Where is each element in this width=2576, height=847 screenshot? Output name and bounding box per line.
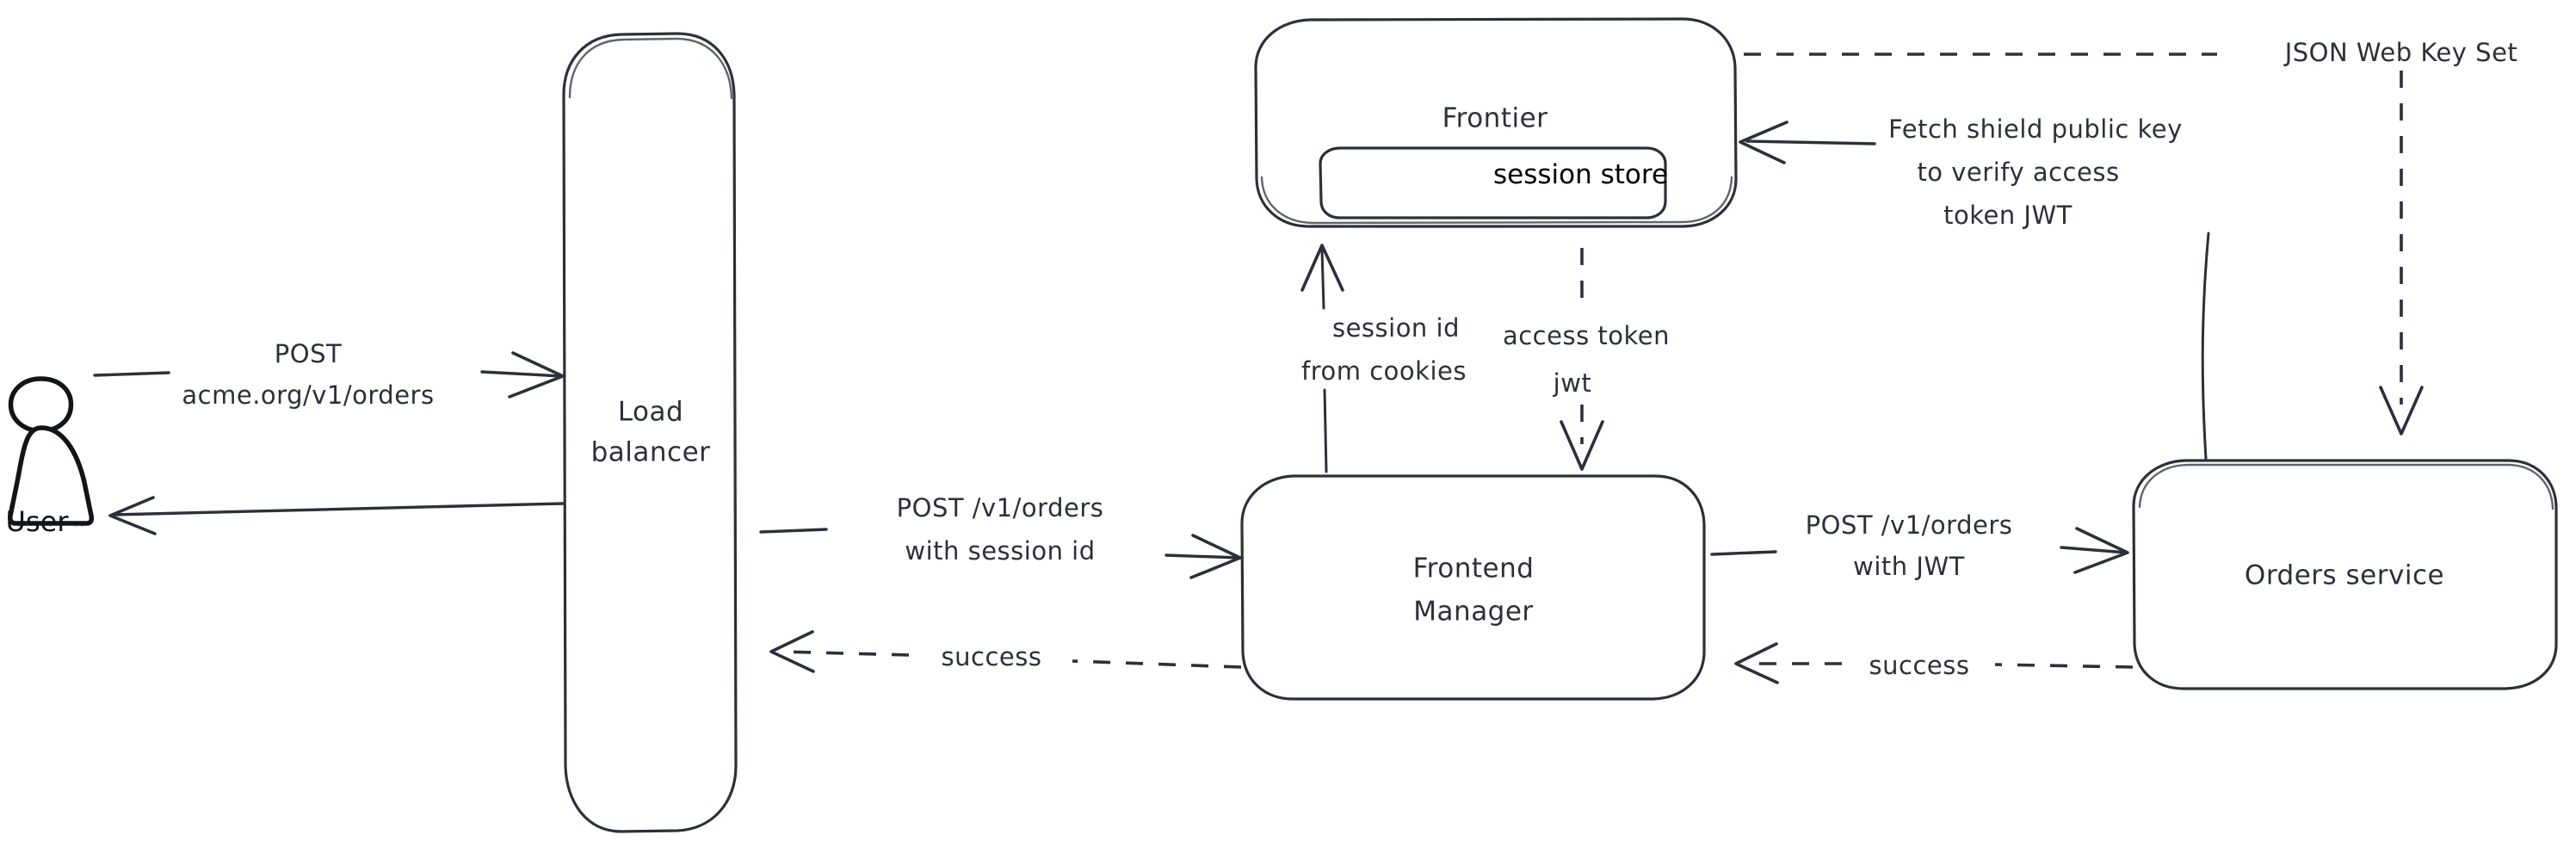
edge-fm-to-orders-line xyxy=(2060,546,2128,554)
edge-fm-to-frontier-arrowhead-icon xyxy=(1300,244,1344,292)
node-orders-service[interactable]: Orders service xyxy=(2132,459,2558,690)
edge-frontend-manager-to-frontier: session id from cookies xyxy=(1300,244,1467,473)
edge-orders-to-frontier-label-line2: to verify access xyxy=(1917,158,2119,187)
edge-user-to-lb-arrowhead-icon xyxy=(508,351,565,399)
frontier-session-store[interactable]: session store xyxy=(1319,146,1668,219)
edge-frontier-to-orders-label: JSON Web Key Set xyxy=(2283,38,2518,67)
edge-orders-to-fm-label: success xyxy=(1869,651,1970,680)
edge-orders-to-frontier-curve xyxy=(2201,232,2210,461)
edge-fm-to-frontier-upper xyxy=(1320,248,1325,310)
edge-lb-to-fm-line xyxy=(1164,553,1241,560)
edge-fm-to-lb-label-backdrop xyxy=(932,639,1051,675)
edge-orders-to-frontier-line xyxy=(1745,139,1876,145)
edge-frontier-to-frontend-manager: access token jwt xyxy=(1493,248,1679,471)
frontier-box-sketch-overlay xyxy=(1260,176,1733,225)
user-label: User xyxy=(6,505,70,538)
edge-lb-to-user-arrowhead-icon xyxy=(108,496,157,535)
edge-fm-to-frontier-label-line2: from cookies xyxy=(1301,356,1467,386)
load-balancer-label-line1: Load xyxy=(618,397,683,428)
session-store-box xyxy=(1319,146,1667,219)
edge-lb-to-user-line xyxy=(112,502,565,516)
orders-service-box xyxy=(2132,459,2558,690)
edge-orders-service-to-frontier: Fetch shield public key to verify access… xyxy=(1739,114,2210,461)
edge-orders-to-frontier-label-line3: token JWT xyxy=(1943,201,2073,230)
edge-frontier-to-orders-service: JSON Web Key Set xyxy=(1744,34,2527,436)
edge-orders-to-frontier-arrowhead-icon xyxy=(1739,121,1788,164)
edge-frontier-to-fm-label-line2-backdrop xyxy=(1543,365,1601,401)
edge-fm-to-lb-dashed-left xyxy=(778,650,910,657)
edge-fm-to-orders-stub xyxy=(1710,550,1777,556)
edge-frontend-manager-to-load-balancer: success xyxy=(769,630,1242,675)
edge-user-to-lb-label-line1: POST xyxy=(275,339,342,368)
orders-service-box-sketch-overlay xyxy=(2138,463,2554,510)
node-frontend-manager[interactable]: Frontend Manager xyxy=(1240,474,1706,701)
edge-frontier-to-fm-label-line2: jwt xyxy=(1553,368,1592,398)
edge-user-to-lb-label-line2: acme.org/v1/orders xyxy=(182,380,434,410)
user-body-icon xyxy=(8,425,95,526)
edge-frontier-to-orders-arrowhead-icon xyxy=(2379,386,2424,436)
edge-load-balancer-to-user xyxy=(108,496,565,535)
edge-fm-to-orders-label-line1: POST /v1/orders xyxy=(1806,510,2013,540)
edge-fm-to-lb-label: success xyxy=(942,642,1042,671)
edge-lb-to-fm-label-line2: with session id xyxy=(905,536,1095,566)
edge-orders-service-to-frontend-manager: success xyxy=(1734,642,2134,684)
frontend-manager-label-line2: Manager xyxy=(1413,597,1533,628)
edge-frontier-to-fm-label-line1-backdrop xyxy=(1493,318,1679,354)
edge-frontier-to-fm-arrowhead-icon xyxy=(1560,420,1604,471)
edge-orders-to-fm-arrowhead-icon xyxy=(1734,642,1779,684)
frontend-manager-label-line1: Frontend xyxy=(1413,553,1535,584)
node-load-balancer[interactable]: Load balancer xyxy=(562,32,738,833)
edge-frontier-to-fm-label-line1: access token xyxy=(1503,321,1670,350)
edge-frontend-manager-to-orders-service: POST /v1/orders with JWT xyxy=(1710,510,2129,581)
edge-orders-to-fm-label-backdrop xyxy=(1860,647,1979,683)
edge-user-to-lb-stub xyxy=(93,371,170,377)
session-store-label: session store xyxy=(1493,159,1668,190)
edge-fm-to-frontier-label-line1: session id xyxy=(1332,313,1460,343)
node-user[interactable]: User xyxy=(6,376,95,538)
edge-fm-to-orders-label-line2: with JWT xyxy=(1853,552,1965,581)
edge-orders-to-frontier-label-line1: Fetch shield public key xyxy=(1888,114,2183,144)
edge-fm-to-orders-arrowhead-icon xyxy=(2073,527,2129,574)
node-frontier[interactable]: Frontier session store xyxy=(1254,17,1738,228)
edge-load-balancer-to-frontend-manager: POST /v1/orders with session id xyxy=(759,493,1242,579)
frontend-manager-box xyxy=(1240,474,1706,701)
edge-fm-to-lb-arrowhead-icon xyxy=(769,630,815,673)
frontier-label: Frontier xyxy=(1442,103,1548,134)
edge-fm-to-lb-dashed-right xyxy=(1072,659,1242,669)
edge-lb-to-fm-arrowhead-icon xyxy=(1189,534,1242,579)
edge-user-to-load-balancer: POST acme.org/v1/orders xyxy=(93,339,565,410)
user-head-icon xyxy=(8,376,74,434)
load-balancer-box-sketch-overlay xyxy=(568,37,733,100)
edge-lb-to-fm-label-line1: POST /v1/orders xyxy=(897,493,1104,522)
edge-fm-to-frontier-lower xyxy=(1323,388,1328,473)
orders-service-label: Orders service xyxy=(2245,560,2444,591)
edge-orders-to-fm-dashed-right xyxy=(1994,663,2134,669)
load-balancer-label-line2: balancer xyxy=(591,437,711,468)
edge-lb-to-fm-stub xyxy=(759,528,828,534)
load-balancer-box xyxy=(562,32,738,833)
edge-frontier-to-orders-label-backdrop xyxy=(2274,34,2527,71)
edge-user-to-lb-line xyxy=(480,370,564,378)
